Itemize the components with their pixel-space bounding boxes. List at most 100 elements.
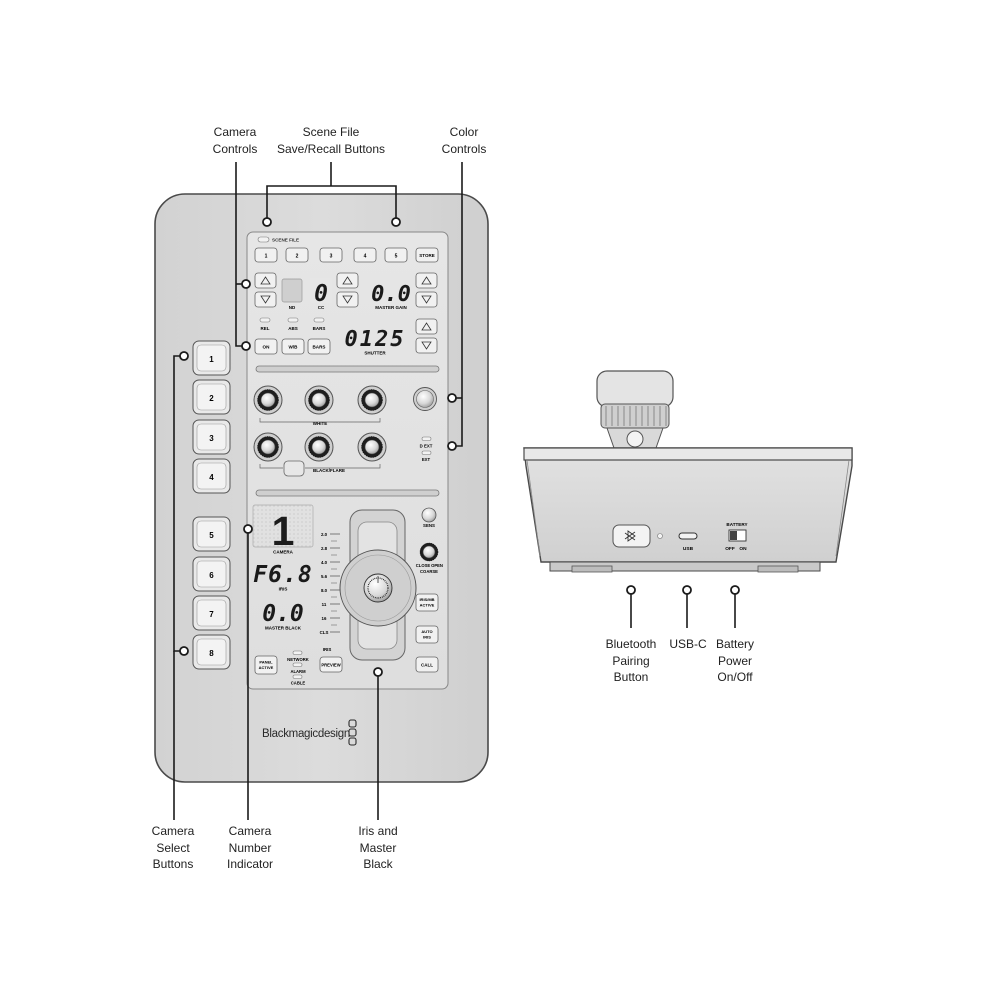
scene-file-buttons-callout: Scene File Save/Recall Buttons (276, 125, 386, 156)
camera-select-button-4[interactable]: 4 (192, 458, 231, 494)
on-button[interactable]: ON (254, 338, 278, 355)
camera-select-label: 3 (209, 434, 214, 443)
arrow-down-icon (421, 341, 432, 350)
iris-mb-label: IRIS/MB (419, 597, 434, 602)
master-black-display: 0.0 (262, 601, 304, 627)
brand-logo-icon (348, 719, 357, 746)
scene-file-led (257, 236, 270, 243)
network-label: NETWORK (287, 657, 309, 662)
coarse-label: COARSE (420, 569, 438, 574)
bars-button[interactable]: BARS (307, 338, 331, 355)
cc-up-button[interactable] (336, 272, 359, 289)
black-green-knob[interactable] (304, 432, 334, 462)
camera-select-button-7[interactable]: 7 (192, 595, 231, 631)
call-button[interactable]: CALL (415, 656, 439, 673)
callout-lines-rear (630, 590, 736, 628)
scene-file-button-1[interactable]: 1 (254, 247, 278, 263)
nd-up-button[interactable] (254, 272, 277, 289)
call-button-label: CALL (421, 662, 433, 667)
black-blue-knob[interactable] (357, 432, 387, 462)
scene-file-button-2[interactable]: 2 (285, 247, 309, 263)
white-blue-knob[interactable] (357, 385, 387, 415)
sens-button[interactable] (421, 507, 437, 523)
camera-select-button-1[interactable]: 1 (192, 340, 231, 376)
nd-display (281, 278, 303, 303)
black-red-knob[interactable] (253, 432, 283, 462)
scene-file-row: SCENE FILE 1 2 3 4 5 STORE (254, 236, 439, 263)
color-mode-button[interactable] (283, 460, 305, 477)
camera-select-button-6[interactable]: 6 (192, 556, 231, 592)
preview-button[interactable]: PREVIEW (319, 656, 343, 673)
iris-scale-footer: IRIS (323, 647, 332, 652)
white-bracket (259, 418, 381, 423)
scene-file-button-4[interactable]: 4 (353, 247, 377, 263)
camera-label: CAMERA (273, 550, 293, 555)
camera-select-button-5[interactable]: 5 (192, 516, 231, 552)
iris-joystick[interactable] (339, 509, 417, 661)
battery-power-callout: Battery Power On/Off (715, 637, 754, 684)
master-gain-display: 0.0 (371, 282, 411, 307)
battery-off-label: OFF (725, 546, 735, 552)
scene-file-button-5[interactable]: 5 (384, 247, 408, 263)
iris-scale-tick: 8.0 (321, 588, 328, 593)
coarse-knob[interactable] (419, 542, 439, 562)
open-label: OPEN (431, 563, 443, 568)
battery-power-switch[interactable] (728, 529, 747, 542)
alarm-led (292, 662, 303, 667)
arrow-down-icon (342, 295, 353, 304)
camera-select-label: 6 (209, 571, 214, 580)
camera-select-button-3[interactable]: 3 (192, 419, 231, 455)
bluetooth-pairing-button[interactable] (612, 524, 651, 548)
scene-file-button-3[interactable]: 3 (319, 247, 343, 263)
color-reset-button[interactable] (413, 387, 437, 411)
camera-select-label: 1 (209, 355, 214, 364)
usb-c-port[interactable] (678, 532, 698, 540)
usb-c-callout: USB-C (669, 637, 707, 651)
iris-scale-tick: 5.6 (321, 574, 328, 579)
store-button[interactable]: STORE (415, 247, 439, 263)
bluetooth-led (657, 533, 663, 539)
top-joystick-knob (596, 370, 674, 449)
shutter-up-button[interactable] (415, 318, 438, 335)
nd-label: ND (289, 305, 296, 310)
camera-select-button-8[interactable]: 8 (192, 634, 231, 670)
iris-scale-tick: 2.8 (321, 546, 328, 551)
on-button-label: ON (263, 345, 271, 350)
battery-on-label: ON (739, 546, 747, 552)
camera-select-bracket (173, 355, 184, 652)
rear-base (549, 561, 821, 572)
ext-label: EXT (422, 457, 431, 462)
shutter-down-button[interactable] (415, 337, 438, 354)
camera-select-label: 2 (209, 394, 214, 403)
color-controls-section: WHITE BLACK/FLARE D EXT EXT (253, 385, 437, 477)
scene-file-label: SCENE FILE (272, 238, 299, 243)
camera-select-label: 5 (209, 531, 214, 540)
divider-slot (255, 489, 440, 497)
camera-select-button-2[interactable]: 2 (192, 379, 231, 415)
camera-number-matrix (252, 504, 314, 548)
camera-select-label: 7 (209, 610, 214, 619)
nd-down-button[interactable] (254, 291, 277, 308)
camera-select-label: 8 (209, 649, 214, 658)
white-green-knob[interactable] (304, 385, 334, 415)
cable-label: CABLE (291, 681, 306, 686)
black-bracket (259, 464, 381, 469)
white-red-knob[interactable] (253, 385, 283, 415)
master-black-label: MASTER BLACK (265, 626, 302, 631)
gain-down-button[interactable] (415, 291, 438, 308)
bluetooth-pairing-button-callout: Bluetooth Pairing Button (605, 637, 657, 684)
gain-up-button[interactable] (415, 272, 438, 289)
scene-file-button-label: 5 (395, 253, 398, 259)
divider-slot (255, 365, 440, 373)
bars-button-label: BARS (312, 345, 325, 350)
cc-down-button[interactable] (336, 291, 359, 308)
iris-scale-tick: 2.0 (321, 532, 328, 537)
wb-button[interactable]: W/B (281, 338, 305, 355)
camera-select-label: 4 (209, 473, 214, 482)
iris-label: IRIS (279, 587, 288, 592)
cc-display: 0 (314, 281, 328, 307)
iris-scale-tick: 16 (322, 616, 327, 621)
